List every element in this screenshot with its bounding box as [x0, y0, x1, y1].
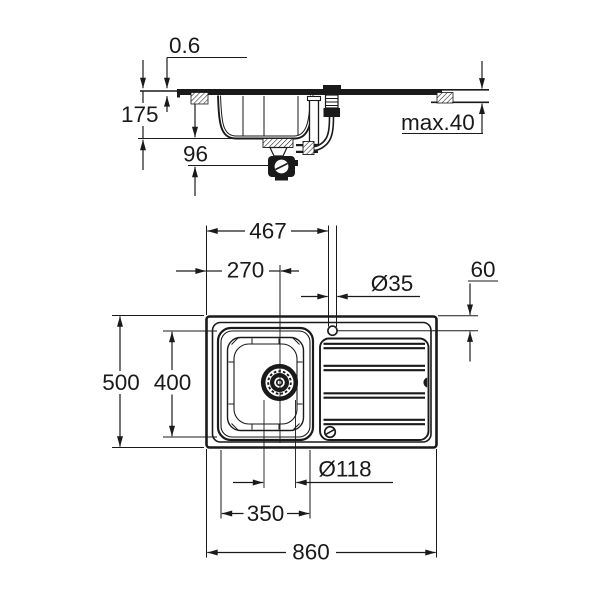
dim-tap-hole-dia: Ø35: [301, 271, 420, 300]
dim-label-drain-dia: Ø118: [318, 457, 371, 482]
dim-label-drain-depth: 96: [183, 142, 208, 167]
dim-bowl-depth: 175: [121, 60, 159, 170]
drainboard: [319, 337, 430, 441]
drainboard-grooves: [323, 342, 425, 426]
faucet-shank: [323, 94, 340, 117]
board-edge-notch: [423, 377, 428, 388]
mounting-clamp-left: [190, 92, 209, 105]
dim-bowl-length: 400: [154, 331, 192, 437]
sink-rim-plan: [211, 321, 432, 443]
dim-bowl-width: 350: [221, 501, 310, 526]
bowl-section: [217, 95, 314, 140]
dim-label-bowl-width: 350: [247, 501, 285, 526]
dim-drain-dia: Ø118: [233, 457, 393, 486]
extension-lines: [112, 225, 478, 558]
dim-drain-from-left: 270: [176, 258, 299, 283]
dim-label-bowl-length: 400: [154, 370, 192, 395]
section-view: 0.6 175 96 max.40: [121, 33, 489, 196]
dim-countertop-thickness: max.40: [401, 61, 485, 135]
dim-label-tap-hole-dia: Ø35: [371, 271, 414, 296]
overflow-knob: [323, 425, 337, 439]
dim-label-bowl-depth: 175: [121, 102, 159, 127]
faucet-hole: [327, 325, 338, 337]
dim-label-overall-width: 860: [292, 540, 330, 565]
drain-strainer: [260, 363, 299, 402]
faucet-deck-cap: [323, 85, 341, 90]
dim-label-overall-depth: 500: [102, 370, 140, 395]
dim-overall-depth: 500: [102, 316, 140, 447]
dim-tap-from-edge: 60: [467, 257, 498, 362]
dim-label-drain-from-left: 270: [227, 258, 265, 283]
dim-tap-from-left: 467: [207, 219, 328, 244]
pipe-coupling: [302, 141, 315, 155]
overflow-pipe: [306, 95, 322, 146]
dim-rim-thickness: 0.6: [164, 33, 247, 112]
drain-trap: [262, 138, 298, 181]
dim-label-tap-from-left: 467: [249, 219, 287, 244]
bowl-facet-lines: [228, 336, 303, 432]
dim-label-rim-thickness: 0.6: [169, 33, 200, 58]
drain-flange: [262, 138, 294, 148]
dim-label-countertop-max: max.40: [401, 110, 475, 135]
drain-pipes: [296, 116, 335, 155]
plan-view: 467 270 Ø35 60 500: [102, 219, 498, 565]
dim-overall-width: 860: [207, 540, 436, 565]
dim-drain-depth: 96: [183, 104, 208, 196]
mounting-clamp-right: [436, 92, 454, 104]
bowl-plan: [216, 326, 315, 442]
dim-label-tap-from-edge: 60: [470, 257, 495, 282]
